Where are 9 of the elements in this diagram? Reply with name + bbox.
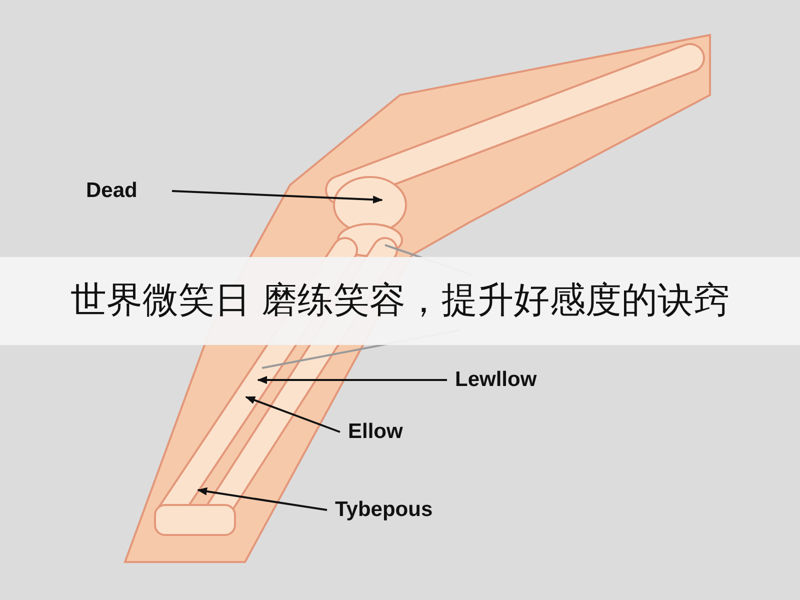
part-label: Lewllow <box>455 367 538 393</box>
leader-arrow <box>257 376 447 384</box>
leader-arrow <box>172 190 383 204</box>
leader-arrow <box>245 396 340 433</box>
part-label: Tybepous <box>335 497 434 523</box>
part-label: Dead <box>86 178 138 204</box>
title: 世界微笑日 磨练笑容，提升好感度的诀窍 <box>70 279 730 323</box>
part-label: Ellow <box>348 419 404 445</box>
leader-arrow <box>197 487 328 511</box>
